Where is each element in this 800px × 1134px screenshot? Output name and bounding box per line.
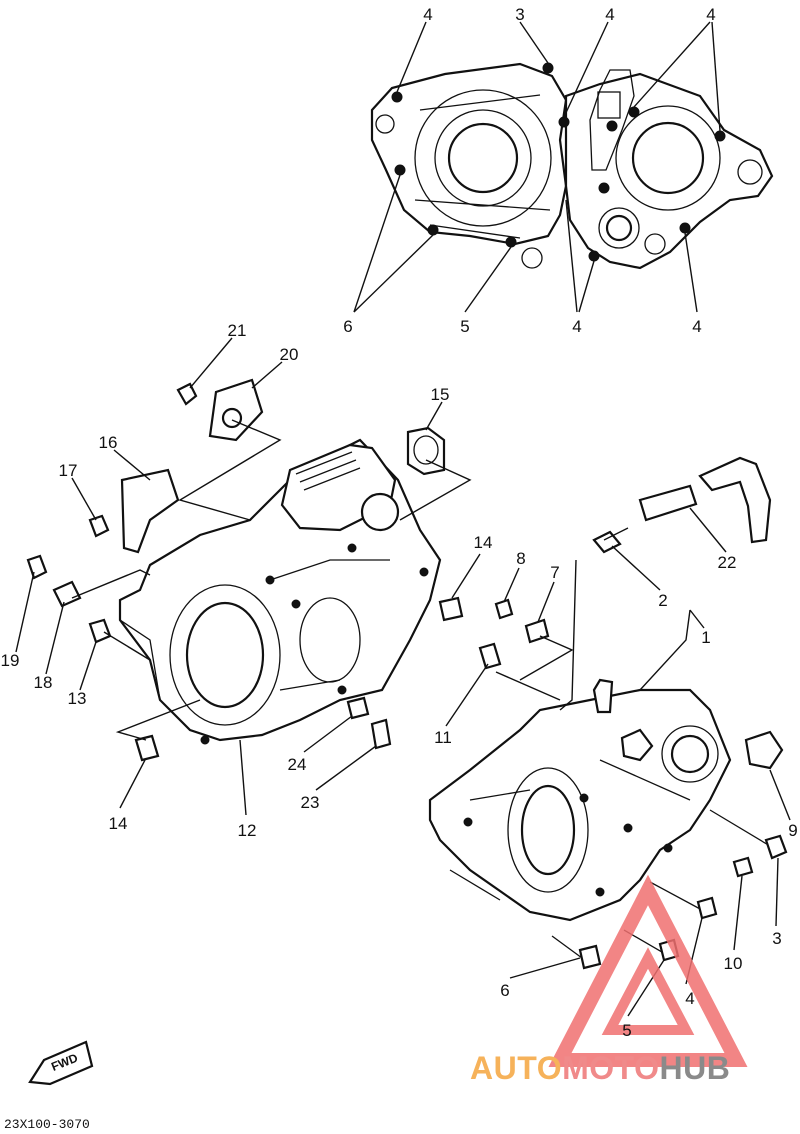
callout-9: 9 [788,821,797,840]
watermark-logo [548,874,748,1067]
callout-5: 5 [460,317,469,336]
callout-13: 13 [68,689,87,708]
callout-1: 1 [701,628,710,647]
callout-24: 24 [288,755,307,774]
right-crankcase-half [428,678,732,922]
callout-4: 4 [423,5,432,24]
callout-12: 12 [238,821,257,840]
top-bolt-holes [391,62,726,262]
watermark-part-moto: MOTO [562,1050,660,1086]
crankcase-top-view [370,62,774,270]
callout-23: 23 [301,793,320,812]
watermark-part-hub: HUB [659,1050,731,1086]
callout-16: 16 [99,433,118,452]
watermark-text: AUTOMOTOHUB [470,1050,730,1087]
callout-21: 21 [228,321,247,340]
callout-17: 17 [59,461,78,480]
callout-22: 22 [718,553,737,572]
callout-20: 20 [280,345,299,364]
callout-11: 11 [434,728,452,747]
left-small-parts [26,378,550,762]
fwd-arrow: FWD [28,1040,94,1086]
callout-6: 6 [343,317,352,336]
callout-4: 4 [706,5,715,24]
watermark-part-auto: AUTO [470,1050,563,1086]
right-small-parts [478,456,788,970]
callout-10: 10 [724,954,743,973]
callout-2: 2 [658,591,667,610]
callout-14: 14 [109,814,128,833]
left-leader-lines [15,337,555,816]
top-leader-lines [353,21,721,313]
callout-19: 19 [1,651,20,670]
callout-6: 6 [500,981,509,1000]
callout-4: 4 [572,317,581,336]
right-leader-lines [445,507,791,1017]
diagram-code: 23X100-3070 [4,1117,90,1132]
callout-18: 18 [34,673,53,692]
left-crankcase-half [118,438,442,745]
callout-14: 14 [474,533,493,552]
callout-4: 4 [692,317,701,336]
callout-4: 4 [685,989,694,1008]
callout-4: 4 [605,5,614,24]
callout-8: 8 [516,549,525,568]
callout-3: 3 [515,5,524,24]
callout-7: 7 [550,563,559,582]
callout-3: 3 [772,929,781,948]
callout-5: 5 [622,1021,631,1040]
callout-15: 15 [431,385,450,404]
